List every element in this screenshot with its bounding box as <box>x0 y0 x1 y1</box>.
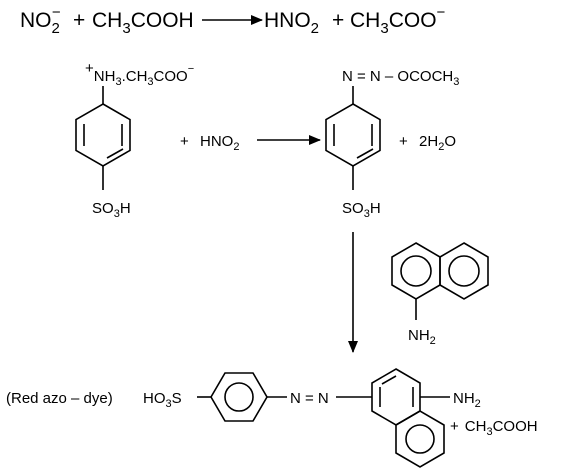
naphthylamine-ring-right <box>439 242 489 300</box>
equation1-nitrous-acid: HNO2 <box>264 9 319 37</box>
equation1-nitrite-ion: NO2− <box>20 4 61 37</box>
water-plus: + <box>399 133 408 150</box>
sulfanilic-benzene-ring <box>75 103 131 167</box>
reagent-plus: + <box>180 133 189 150</box>
diazo-sulfonic-group: SO3H <box>342 200 381 220</box>
equation1-plus: + <box>73 9 85 32</box>
sulfanilic-sulfonic-group: SO3H <box>92 200 131 220</box>
product-azo-linkage: N = N <box>290 390 329 407</box>
reagent-nitrous-acid: HNO2 <box>200 133 239 153</box>
diazo-acetate-group: N = N – OCOCH3 <box>342 68 459 88</box>
equation1-acetate-ion: CH3COO− <box>350 4 446 37</box>
naphthylamine-amine: NH2 <box>408 327 436 347</box>
equation1-plus-2: + <box>332 9 344 32</box>
product-benzene-ring <box>210 372 268 422</box>
water-product: 2H2O <box>419 133 456 153</box>
product-byproduct-acetic-acid: +CH3COOH <box>450 418 538 438</box>
product-naphthalene-upper-ring <box>371 368 421 426</box>
product-label: (Red azo – dye) <box>6 390 113 407</box>
equation1-acetic-acid: CH3COOH <box>92 9 194 37</box>
sulfanilic-ammonium-acetate: +NH3.CH3COO− <box>85 60 194 88</box>
product-naphthalene-lower-ring <box>395 410 445 468</box>
diazo-benzene-ring <box>325 103 381 167</box>
product-amine: NH2 <box>453 390 481 410</box>
naphthylamine-ring-left <box>391 242 441 300</box>
product-sulfonic-group: HO3S <box>143 390 182 410</box>
